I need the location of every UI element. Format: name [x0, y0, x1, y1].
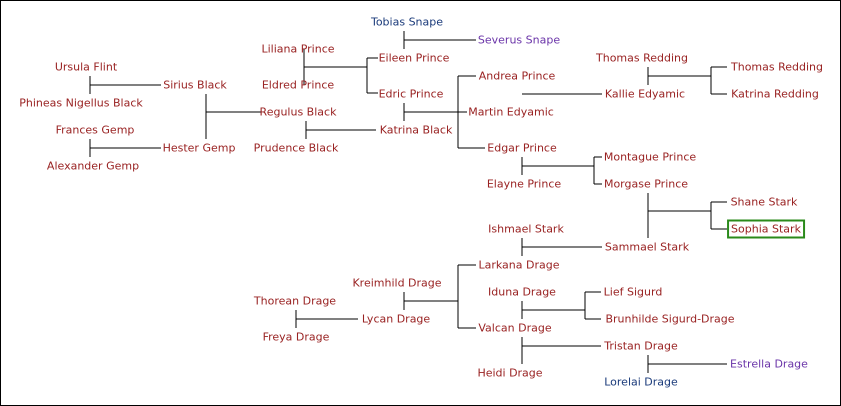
person-lief-sigurd[interactable]: Lief Sigurd: [603, 285, 663, 299]
person-sophia-stark-selected[interactable]: Sophia Stark: [727, 219, 805, 239]
person-severus-snape[interactable]: Severus Snape: [477, 33, 561, 47]
person-alexander-gemp[interactable]: Alexander Gemp: [46, 159, 140, 173]
person-prudence-black[interactable]: Prudence Black: [253, 141, 339, 155]
person-thomas-redding-jr[interactable]: Thomas Redding: [731, 60, 823, 74]
person-sirius-black[interactable]: Sirius Black: [163, 78, 227, 92]
person-eldred-prince[interactable]: Eldred Prince: [261, 78, 335, 92]
person-frances-gemp[interactable]: Frances Gemp: [55, 123, 135, 137]
person-katrina-black[interactable]: Katrina Black: [379, 123, 453, 137]
person-liliana-prince[interactable]: Liliana Prince: [261, 42, 335, 56]
person-tristan-drage[interactable]: Tristan Drage: [604, 339, 678, 353]
person-andrea-prince[interactable]: Andrea Prince: [478, 69, 556, 83]
person-heidi-drage[interactable]: Heidi Drage: [477, 366, 543, 380]
person-regulus-black[interactable]: Regulus Black: [259, 105, 337, 119]
person-hester-gemp[interactable]: Hester Gemp: [162, 141, 236, 155]
person-ursula-flint[interactable]: Ursula Flint: [54, 60, 118, 74]
person-lorelai-drage[interactable]: Lorelai Drage: [604, 375, 678, 389]
person-kallie-edyamic[interactable]: Kallie Edyamic: [604, 87, 686, 101]
person-estrella-drage[interactable]: Estrella Drage: [730, 357, 808, 371]
person-thomas-redding-sr[interactable]: Thomas Redding: [596, 51, 688, 65]
person-katrina-redding[interactable]: Katrina Redding: [731, 87, 819, 101]
person-valcan-drage[interactable]: Valcan Drage: [478, 321, 552, 335]
person-iduna-drage[interactable]: Iduna Drage: [488, 285, 556, 299]
person-lycan-drage[interactable]: Lycan Drage: [361, 312, 431, 326]
person-kreimhild-drage[interactable]: Kreimhild Drage: [352, 276, 442, 290]
person-morgase-prince[interactable]: Morgase Prince: [603, 177, 689, 191]
person-eileen-prince[interactable]: Eileen Prince: [378, 51, 450, 65]
person-freya-drage[interactable]: Freya Drage: [262, 330, 330, 344]
person-elayne-prince[interactable]: Elayne Prince: [486, 177, 562, 191]
person-shane-stark[interactable]: Shane Stark: [730, 195, 798, 209]
person-tobias-snape[interactable]: Tobias Snape: [370, 15, 444, 29]
person-edric-prince[interactable]: Edric Prince: [378, 87, 444, 101]
person-larkana-drage[interactable]: Larkana Drage: [478, 258, 560, 272]
person-brunhilde-sigurd-drage[interactable]: Brunhilde Sigurd-Drage: [605, 312, 735, 326]
person-phineas-nigellus-black[interactable]: Phineas Nigellus Black: [19, 96, 143, 110]
person-martin-edyamic[interactable]: Martin Edyamic: [468, 105, 554, 119]
person-montague-prince[interactable]: Montague Prince: [603, 150, 697, 164]
person-sammael-stark[interactable]: Sammael Stark: [604, 240, 690, 254]
person-ishmael-stark[interactable]: Ishmael Stark: [488, 222, 564, 236]
person-thorean-drage[interactable]: Thorean Drage: [253, 294, 337, 308]
person-edgar-prince[interactable]: Edgar Prince: [487, 141, 557, 155]
